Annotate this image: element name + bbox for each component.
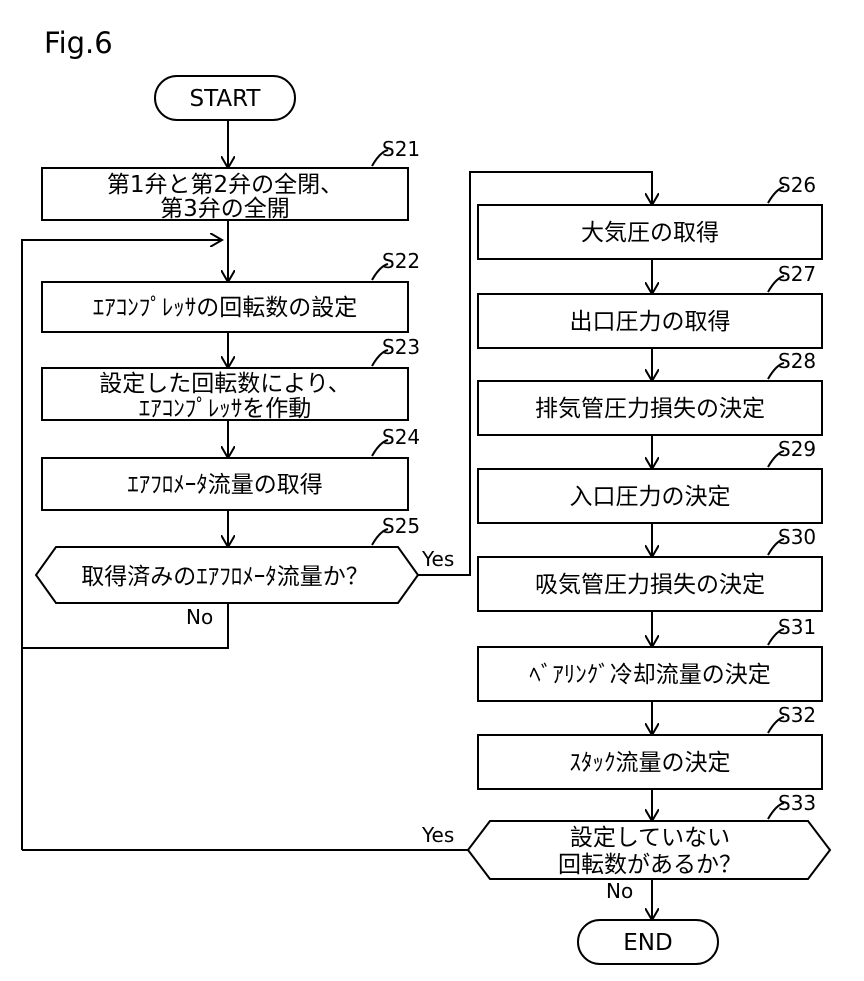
step-s29-id: S29 [778,437,816,461]
step-s22-id: S22 [382,249,420,273]
step-s23-text-line1: 設定した回転数により、 [99,371,351,397]
step-s33-text-line1: 設定していない [570,825,730,851]
step-s21-text-line2: 第3弁の全開 [160,196,290,222]
step-s29-text: 入口圧力の決定 [570,484,731,510]
step-s31-id: S31 [778,615,816,639]
step-s24-text: ｴｱﾌﾛﾒｰﾀ流量の取得 [127,472,323,498]
s33-yes-label: Yes [421,823,454,847]
step-s31-text: ﾍﾞｱﾘﾝｸﾞ冷却流量の決定 [529,662,771,688]
step-s25-text: 取得済みのｴｱﾌﾛﾒｰﾀ流量か？ [81,564,369,590]
step-s25-id: S25 [382,514,420,538]
start-label: START [190,86,262,112]
s25-yes-label: Yes [421,547,454,571]
step-s21-text-line1: 第1弁と第2弁の全閉、 [107,172,343,198]
step-s27-text: 出口圧力の取得 [570,309,731,335]
step-s33-text-line2: 回転数があるか？ [558,852,742,878]
step-s32-text: ｽﾀｯｸ流量の決定 [570,750,731,776]
step-s32-id: S32 [778,703,816,727]
step-s30-id: S30 [778,525,816,549]
step-s23-id: S23 [382,335,420,359]
figure-label: Fig.6 [44,26,113,60]
step-s27-id: S27 [778,262,816,286]
step-s28-id: S28 [778,349,816,373]
s33-no-label: No [606,879,633,903]
step-s24-id: S24 [382,425,420,449]
end-label: END [623,930,672,956]
step-s26-id: S26 [778,173,816,197]
step-s33-id: S33 [778,791,816,815]
step-s30-text: 吸気管圧力損失の決定 [535,572,765,598]
step-s22-text: ｴｱｺﾝﾌﾟﾚｯｻの回転数の設定 [93,295,358,321]
step-s26-text: 大気圧の取得 [581,220,719,246]
s25-no-label: No [186,605,213,629]
step-s21-id: S21 [382,137,420,161]
step-s23-text-line2: ｴｱｺﾝﾌﾟﾚｯｻを作動 [139,396,312,422]
step-s28-text: 排気管圧力損失の決定 [535,396,765,422]
